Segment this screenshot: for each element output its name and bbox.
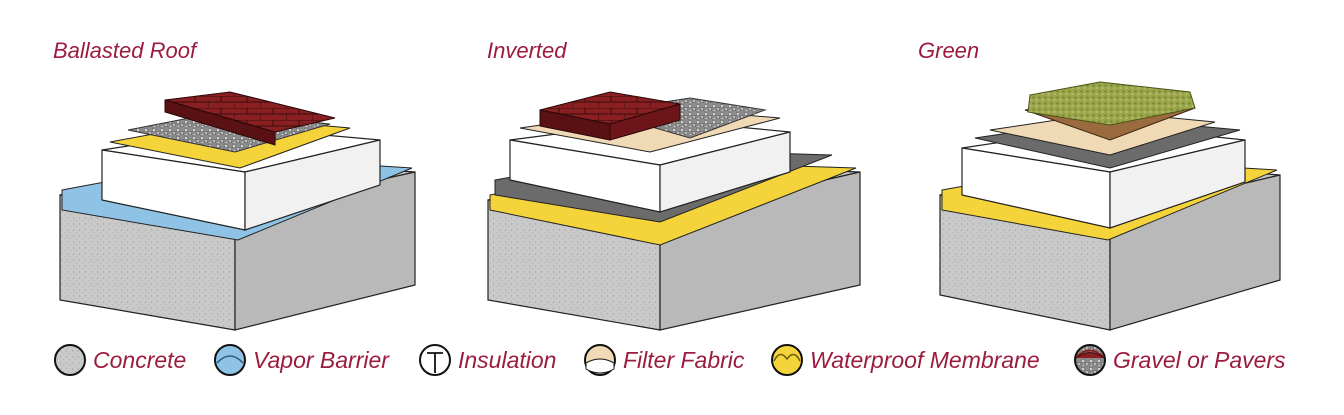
insulation-side [659,131,791,213]
filter-fabric-swatch-icon [584,344,616,376]
legend-item-gravel-pavers: Gravel or Pavers [1073,340,1286,380]
green-roof-drawing [939,81,1281,331]
insulation-side [1109,139,1246,229]
legend-label: Filter Fabric [623,346,745,373]
legend-item-vapor-barrier: Vapor Barrier [213,340,389,380]
vegetation-layer [1027,81,1196,126]
vapor-barrier-swatch-icon [214,344,246,376]
insulation-side [244,139,381,231]
ballasted-roof-title: Ballasted Roof [53,38,197,63]
insulation-swatch-icon [419,344,451,376]
inverted-roof-drawing [487,91,861,331]
legend-label: Gravel or Pavers [1113,346,1286,373]
pavers-front [164,99,276,146]
green-roof-title: Green [918,38,980,63]
waterproof-membrane-swatch-icon [771,344,803,376]
pavers-side [609,103,681,141]
legend-label: Insulation [458,346,557,373]
legend-item-concrete: Concrete [53,340,186,380]
legend-label: Waterproof Membrane [810,346,1040,373]
legend-item-filter-fabric: Filter Fabric [583,340,744,380]
concrete-swatch-icon [54,344,86,376]
legend-item-insulation: Insulation [418,340,556,380]
ballasted-roof-drawing [59,91,416,331]
gravel-pavers-swatch-icon [1074,344,1106,376]
legend-label: Vapor Barrier [253,346,389,373]
inverted-roof-title: Inverted [487,38,567,63]
legend-label: Concrete [93,346,187,373]
legend-item-waterproof-membrane: Waterproof Membrane [770,340,1040,380]
